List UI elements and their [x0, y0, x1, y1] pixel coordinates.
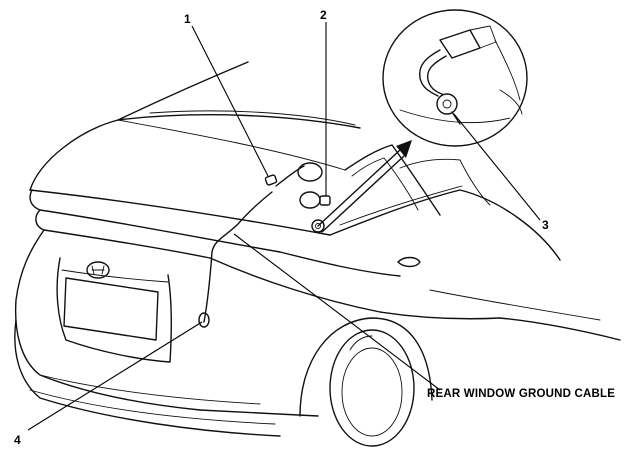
- callout-1: 1: [184, 12, 191, 26]
- rear-window-ground-cable-label: REAR WINDOW GROUND CABLE: [427, 388, 616, 400]
- leader-3: [453, 113, 541, 221]
- detail-view: [382, 9, 528, 147]
- rear-window: [29, 119, 346, 236]
- roof-outline: [117, 61, 361, 129]
- rear-hatch: [14, 229, 201, 411]
- rear-window-ground-cable: [203, 165, 305, 323]
- side-body: [199, 144, 621, 417]
- connectors: [264, 162, 331, 209]
- lower-connector: [198, 312, 210, 328]
- ground-terminal: [311, 219, 325, 233]
- leader-1: [191, 25, 269, 177]
- callout-3: 3: [542, 218, 549, 232]
- callout-4: 4: [14, 433, 21, 447]
- callout-2: 2: [320, 8, 327, 22]
- leader-lines: [27, 22, 541, 431]
- rear-spoiler: [29, 189, 281, 259]
- rear-bumper: [14, 319, 281, 437]
- leader-cable: [233, 233, 441, 391]
- rear-wheel: [299, 317, 433, 447]
- leader-4: [27, 321, 203, 431]
- detail-arrow: [317, 140, 412, 233]
